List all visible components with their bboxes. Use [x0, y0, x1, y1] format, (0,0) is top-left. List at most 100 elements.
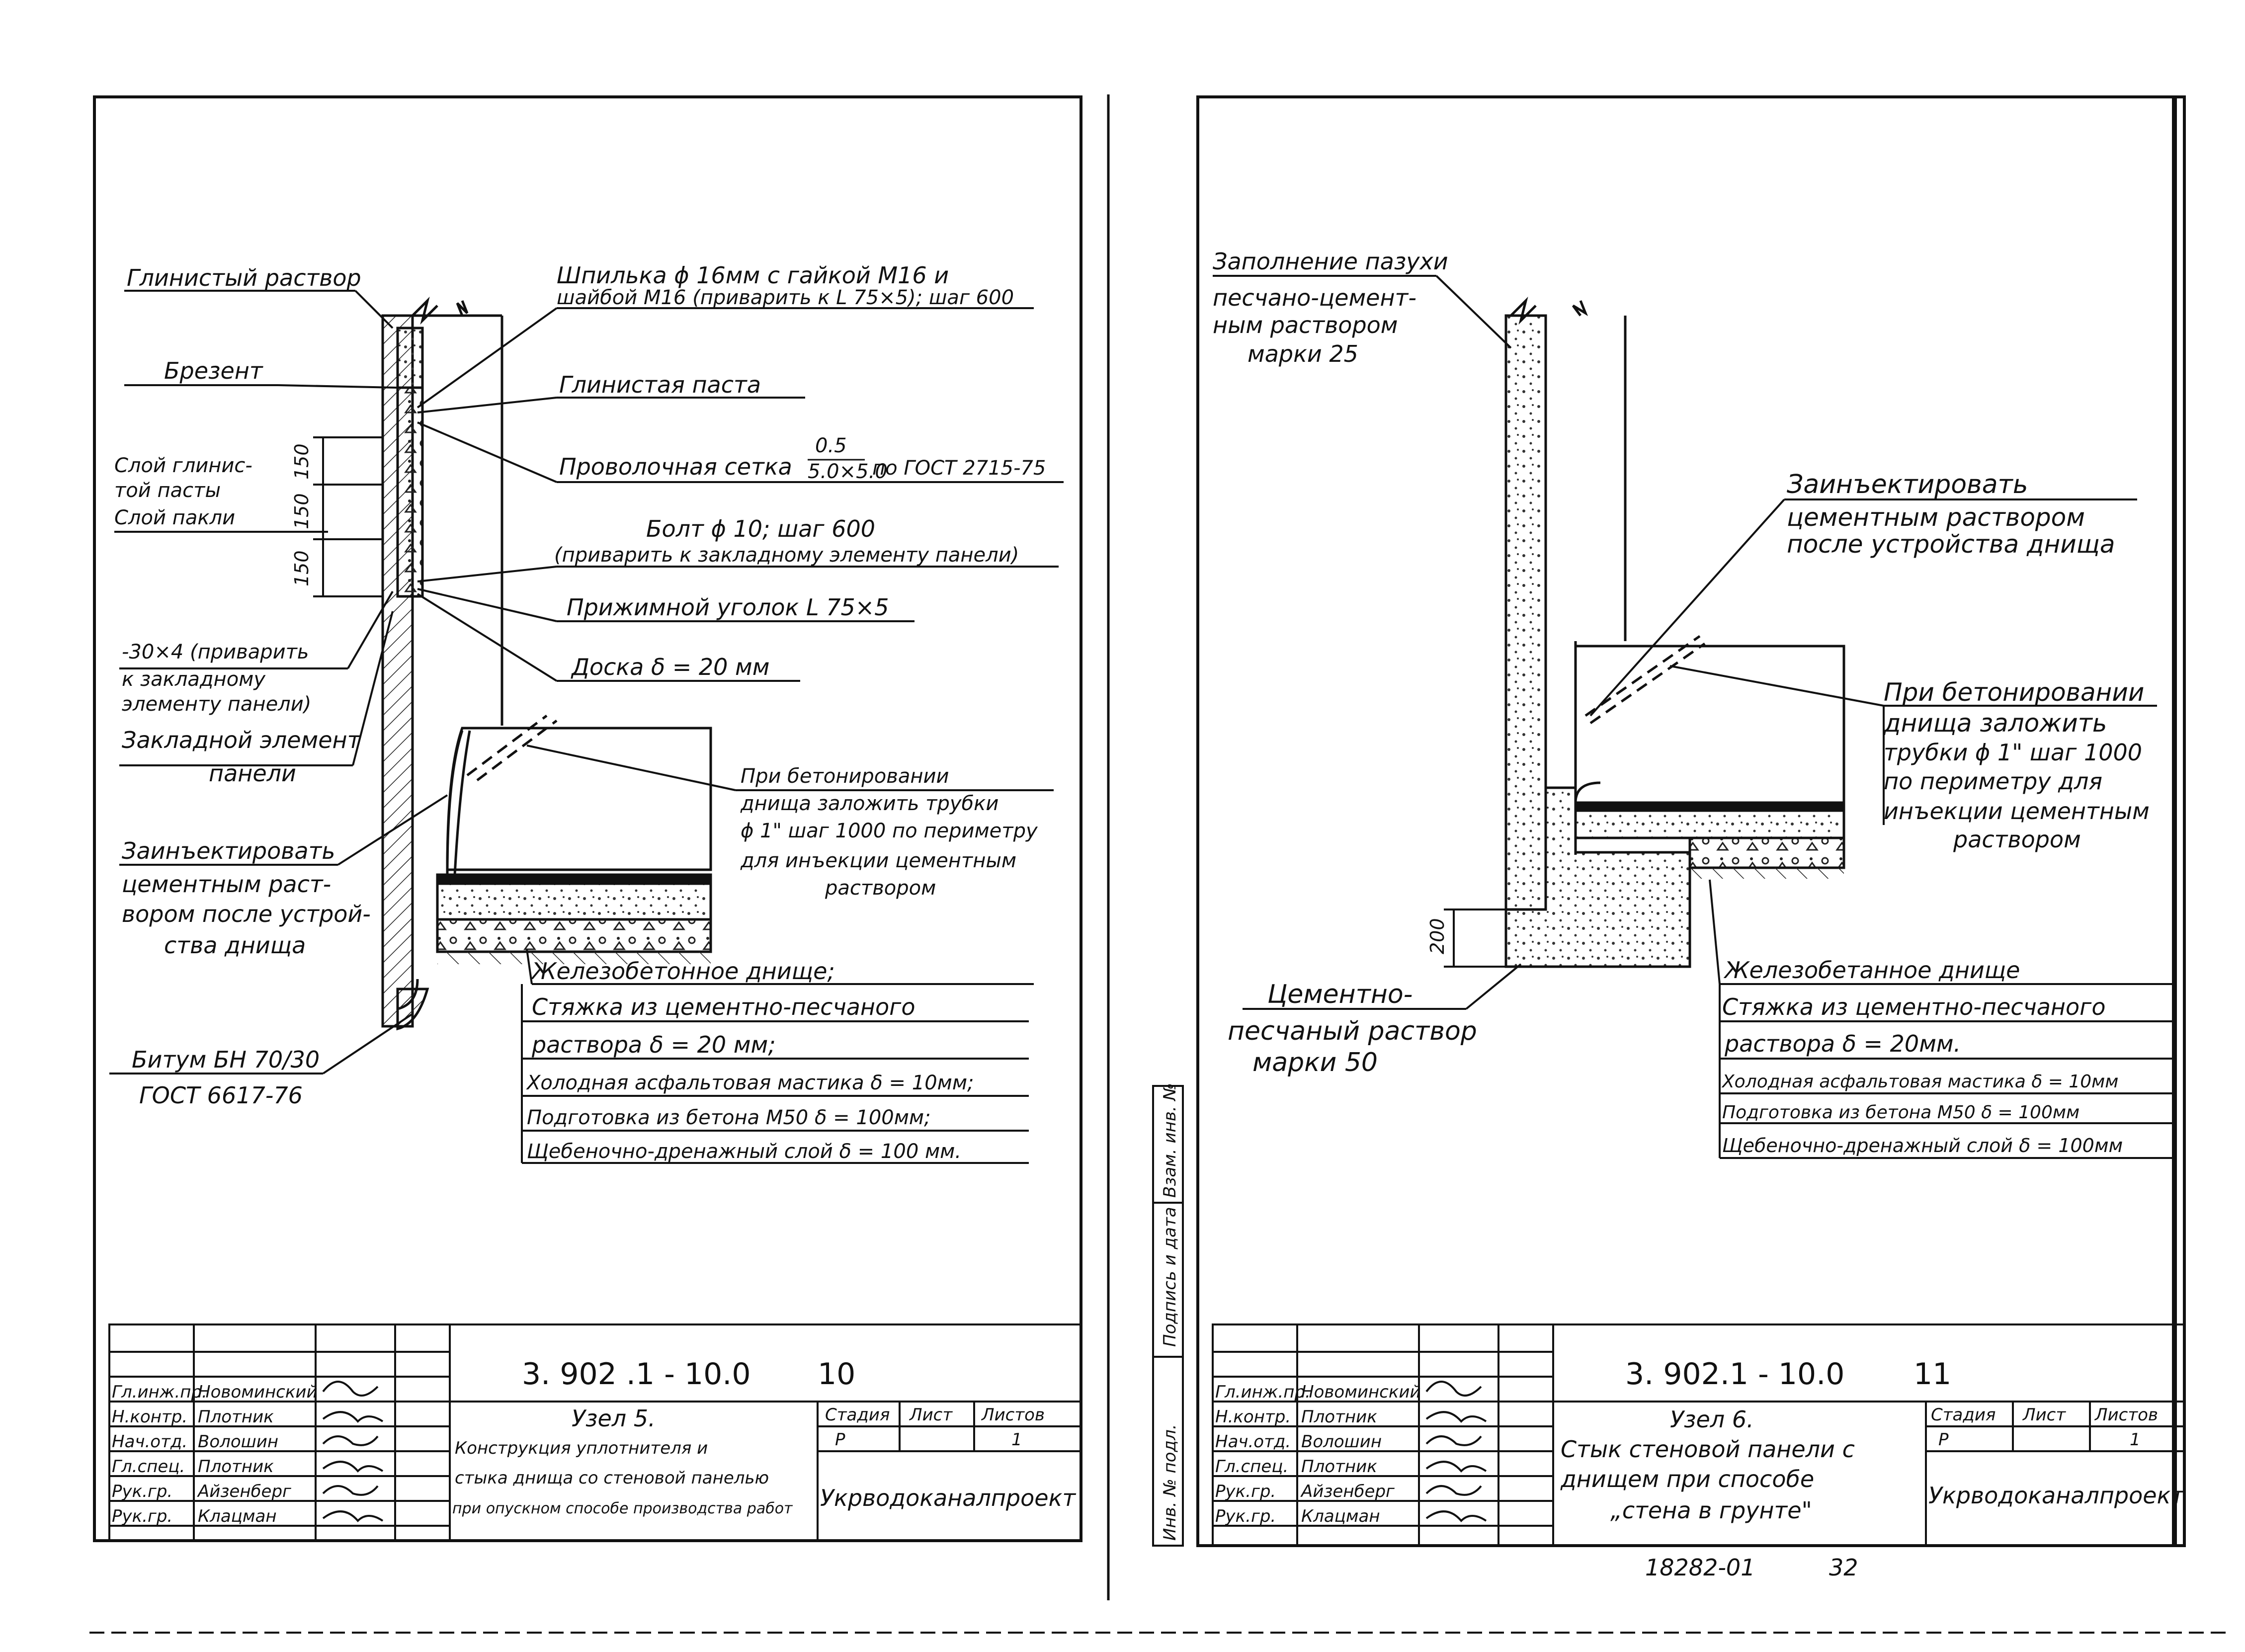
sheet-10-dim-1: 150: [291, 443, 313, 480]
tb10-name-3: Волошин: [198, 1432, 278, 1452]
callout-wire-mesh-num: 0.5: [815, 434, 847, 457]
sheet-11-dim-1: 200: [1426, 918, 1448, 954]
callout-clay-layer-2: той пасты: [114, 479, 221, 502]
tb11-stage: Р: [1938, 1430, 1949, 1450]
layer-5: Подготовка из бетона М50 δ = 100мм;: [527, 1106, 931, 1129]
tb11-role-5: Рук.гр.: [1215, 1482, 1276, 1501]
tb10-role-4: Гл.спец.: [112, 1457, 185, 1477]
callout-embedded-1: Закладной элемент: [122, 727, 361, 753]
callout-backfill-3: ным раствором: [1213, 312, 1398, 338]
sheet-11-bottom-slab: [1574, 635, 1845, 879]
sheet-11-layer-list: Железобетанное днище Стяжка из цементно-…: [1721, 957, 2123, 1156]
sheet-10-title-block: [108, 1323, 1082, 1542]
tb10-role-6: Рук.гр.: [112, 1506, 172, 1526]
tb10-title-4: при опускном способе производства работ: [452, 1500, 793, 1517]
callout-bolt-1: Болт ϕ 10; шаг 600: [646, 515, 875, 542]
sheet-11-title-block-text: 3. 902.1 - 10.0 11 Гл.инж.пр. Н.контр. Н…: [1215, 1357, 2184, 1581]
layer11-3: раствора δ = 20мм.: [1724, 1030, 1961, 1057]
sheet-10-dimensions: [313, 436, 383, 597]
tb10-title-1: Узел 5.: [572, 1405, 656, 1432]
sheet-10-dim-3: 150: [291, 550, 313, 586]
tb11-title-3: днищем при способе: [1560, 1466, 1814, 1492]
layer11-5: Подготовка из бетона М50 δ = 100мм: [1722, 1102, 2079, 1123]
callout-pipes-1: При бетонировании: [741, 765, 949, 788]
tb10-title-3: стыка днища со стеновой панелью: [455, 1468, 769, 1488]
tb10-name-6: Клацман: [198, 1506, 277, 1526]
tb10-stage-label: Стадия: [825, 1405, 890, 1425]
tb10-role-1: Гл.инж.пр.: [112, 1382, 207, 1402]
layer11-2: Стяжка из цементно-песчаного: [1722, 993, 2105, 1020]
sheet-11-code: 3. 902.1 - 10.0: [1625, 1357, 1844, 1392]
tb10-title-2: Конструкция уплотнителя и: [455, 1438, 708, 1458]
sheet-10-bottom-slab: [436, 715, 712, 964]
callout-pipes11-4: по периметру для: [1884, 768, 2102, 795]
tb11-sheets: 1: [2130, 1430, 2141, 1450]
layer-6: Щебеночно-дренажный слой δ = 100 мм.: [527, 1140, 961, 1163]
tb11-title-1: Узел 6.: [1670, 1406, 1754, 1433]
tb11-signatures: [1425, 1381, 1487, 1522]
tb10-signatures: [322, 1381, 384, 1522]
tb10-org: Укрводоканалпроект: [820, 1485, 1076, 1511]
sheet-10-code: 3. 902 .1 - 10.0: [522, 1357, 751, 1392]
callout-strip-2: к закладному: [122, 668, 266, 691]
sheet-11-title-block: [1212, 1323, 2185, 1547]
sheet-10: 150 150 150: [93, 95, 1082, 1542]
tb11-role-4: Гл.спец.: [1215, 1457, 1288, 1477]
callout-embedded-2: панели: [209, 760, 296, 787]
callout-pipes11-2: днища заложить: [1883, 709, 2107, 738]
callout-bitumen-2: ГОСТ 6617-76: [139, 1082, 303, 1109]
callout-stud-1: Шпилька ϕ 16мм с гайкой М16 и: [557, 262, 949, 289]
tb11-title-2: Стык стеновой панели с: [1561, 1436, 1855, 1463]
callout-clay-paste: Глинистая паста: [559, 371, 761, 398]
callout-mortar-3: марки 50: [1252, 1048, 1378, 1077]
tb11-role-3: Нач.отд.: [1215, 1432, 1291, 1452]
callout-pipes-5: раствором: [825, 877, 936, 900]
callout-inject-4: ства днища: [164, 932, 306, 959]
tb10-sheets: 1: [1011, 1430, 1022, 1450]
tb11-role-6: Рук.гр.: [1215, 1506, 1276, 1526]
layer-2: Стяжка из цементно-песчаного: [532, 993, 915, 1020]
tb11-name-6: Клацман: [1301, 1506, 1380, 1526]
sheet-10-title-block-text: 3. 902 .1 - 10.0 10 Гл.инж.пр. Н.контр. …: [112, 1357, 1076, 1526]
callout-pipes11-3: трубки ϕ 1" шаг 1000: [1884, 739, 2142, 766]
callout-bitumen-1: Битум БН 70/30: [132, 1046, 320, 1073]
sheet-11: 200 Инв. № подл. Подпись и дата Взам. ин…: [1152, 95, 2186, 1581]
layer-3: раствора δ = 20 мм;: [531, 1031, 776, 1058]
sheet-11-number: 11: [1913, 1357, 1951, 1392]
callout-pipes-2: днища заложить трубки: [740, 792, 998, 815]
tb11-title-4: „стена в грунте": [1610, 1497, 1812, 1524]
callout-inject-2: цементным раст-: [122, 871, 331, 898]
callout-pipes11-6: раствором: [1953, 826, 2081, 853]
page-number: 32: [1829, 1554, 1858, 1581]
callout-clay-mortar: Глинистый раствор: [127, 264, 361, 291]
tb11-sheet-label: Лист: [2022, 1405, 2066, 1425]
sheet-11-leaders: [1213, 275, 2177, 1159]
tb10-stage: Р: [835, 1430, 845, 1450]
tb10-role-5: Рук.гр.: [112, 1482, 172, 1501]
layer-4: Холодная асфальтовая мастика δ = 10мм;: [526, 1072, 974, 1094]
tb11-role-1: Гл.инж.пр.: [1215, 1382, 1311, 1402]
sheet-10-dim-2: 150: [291, 493, 313, 529]
tb10-role-3: Нач.отд.: [112, 1432, 187, 1452]
callout-wire-mesh-den: 5.0×5.0: [808, 460, 888, 483]
tb10-name-2: Плотник: [198, 1407, 274, 1427]
sheet-11-dimensions: [1444, 909, 1506, 968]
stamp-replace-inv: Взам. инв. №: [1160, 1083, 1180, 1198]
layer-1: Железобетонное днище;: [530, 958, 835, 985]
stamp-sign-date: Подпись и дата: [1160, 1207, 1180, 1347]
callout-wire-mesh: Проволочная сетка: [559, 453, 792, 480]
sheet-10-wall-panel: [381, 296, 503, 1031]
sheet-10-number: 10: [818, 1357, 855, 1392]
tb11-role-2: Н.контр.: [1215, 1407, 1291, 1427]
tb11-name-2: Плотник: [1301, 1407, 1377, 1427]
tb10-name-5: Айзенберг: [197, 1482, 292, 1501]
callout-pipes-3: ϕ 1" шаг 1000 по периметру: [741, 820, 1038, 842]
sheet-10-callouts: Глинистый раствор Брезент Слой глинис- т…: [114, 262, 1046, 1109]
stamp-inv-no: Инв. № подл.: [1160, 1424, 1180, 1541]
layer11-1: Железобетанное днище: [1723, 957, 2020, 984]
sheet-10-leaders: [109, 290, 1064, 1164]
callout-tow-layer: Слой пакли: [114, 506, 235, 529]
callout-inject-3: вором после устрой-: [122, 901, 371, 927]
